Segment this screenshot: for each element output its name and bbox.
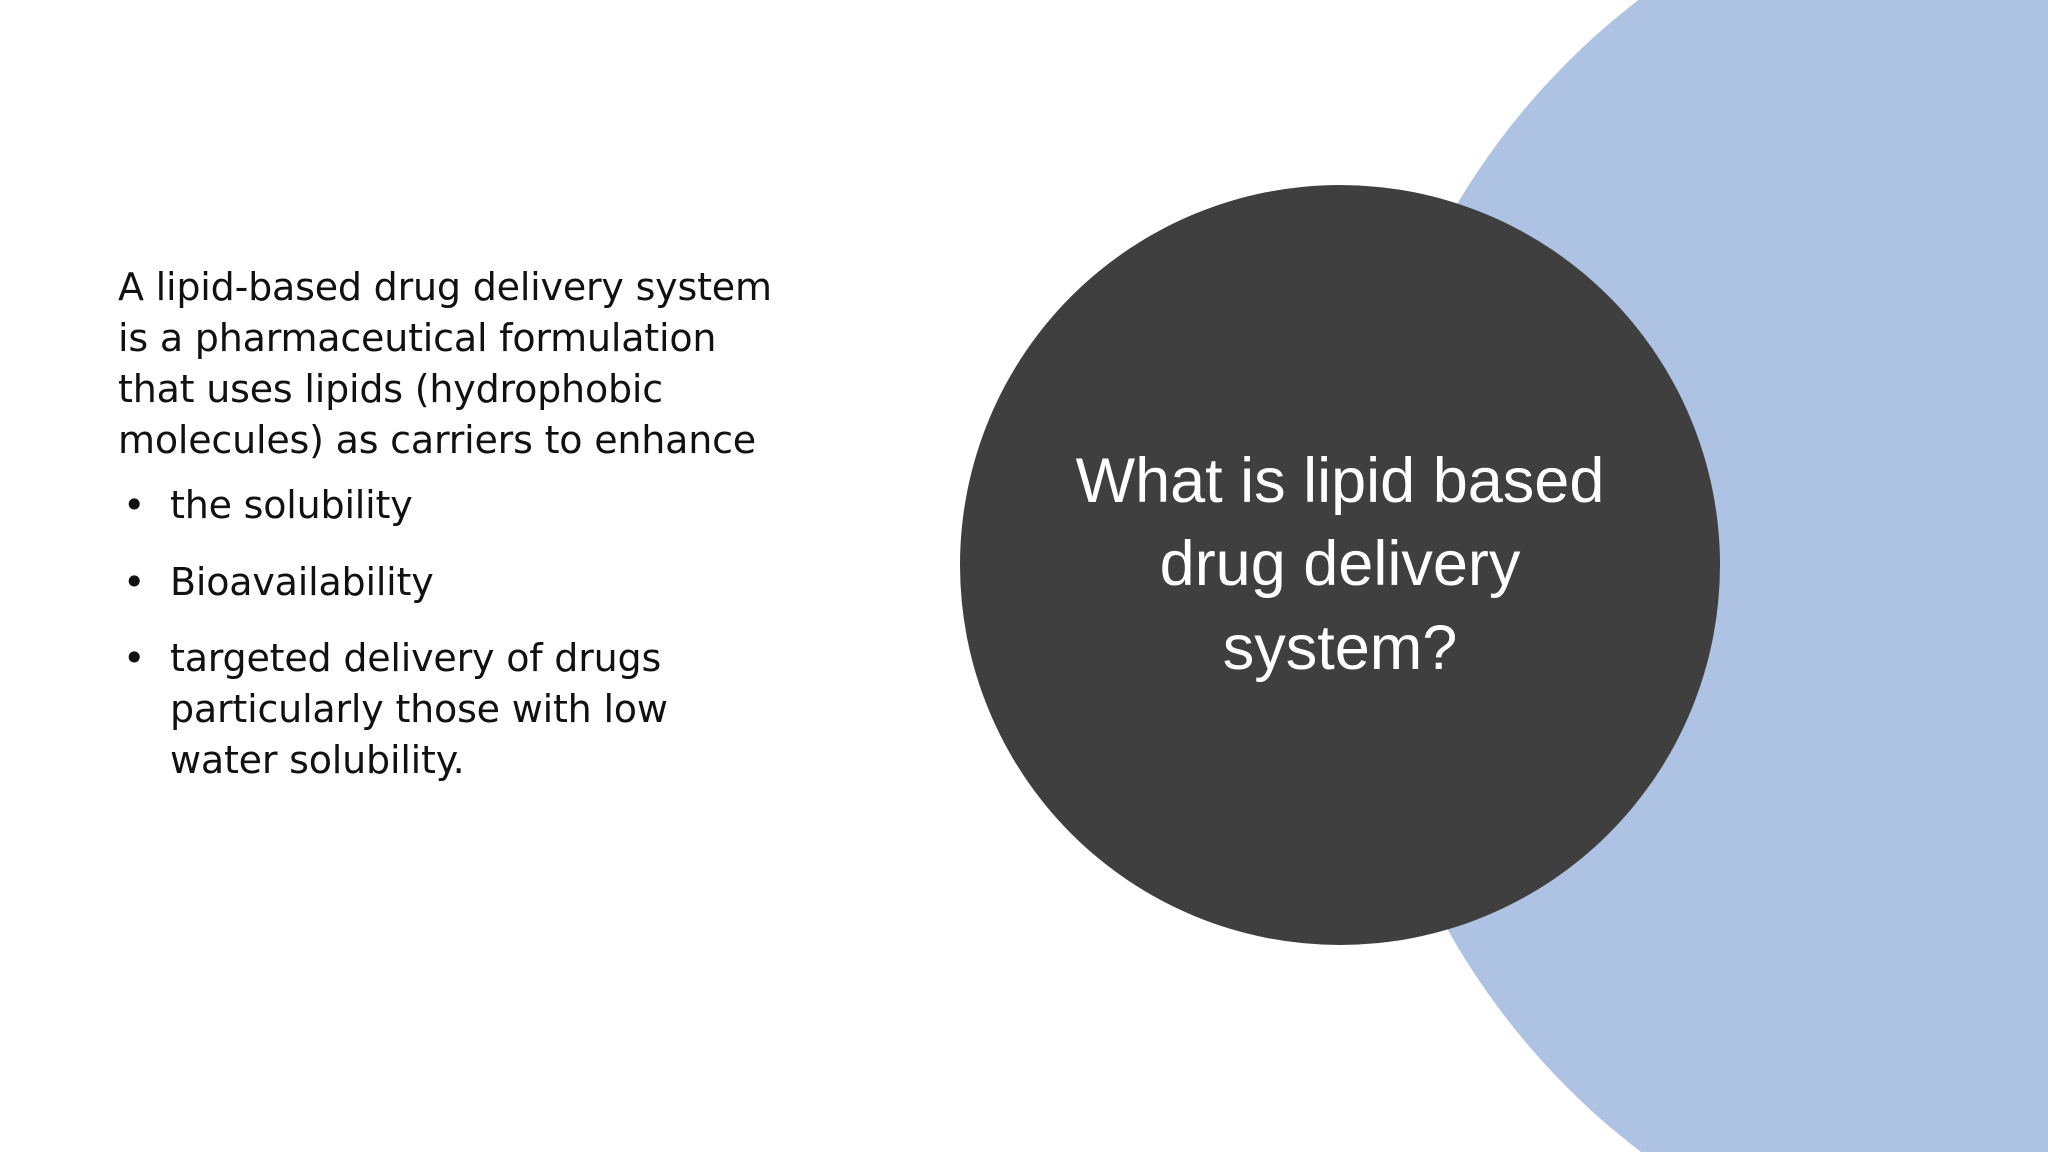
- list-item: • the solubility: [118, 480, 878, 531]
- intro-line-1: A lipid-based drug delivery system: [118, 265, 772, 309]
- list-item-text: targeted delivery of drugs particularly …: [170, 633, 878, 786]
- intro-line-4: molecules) as carriers to enhance: [118, 417, 756, 462]
- list-item-line: water solubility.: [170, 738, 465, 783]
- bullet-point-icon: •: [123, 636, 146, 681]
- list-item-text: Bioavailability: [170, 557, 878, 608]
- list-item-line: Bioavailability: [170, 559, 434, 604]
- bullet-point-icon: •: [123, 482, 146, 527]
- intro-line-2: is a pharmaceutical formulation: [118, 315, 717, 360]
- list-item-text: the solubility: [170, 480, 878, 531]
- question-line-2: drug delivery: [1159, 529, 1521, 600]
- body-content-block: A lipid-based drug delivery system is a …: [118, 262, 878, 786]
- question-line-1: What is lipid based: [1075, 446, 1605, 517]
- list-item: • targeted delivery of drugs particularl…: [118, 633, 878, 786]
- intro-paragraph: A lipid-based drug delivery system is a …: [118, 262, 878, 466]
- list-item-line: targeted delivery of drugs: [170, 636, 662, 681]
- list-item-line: particularly those with low: [170, 687, 668, 732]
- intro-line-3: that uses lipids (hydrophobic: [118, 366, 663, 411]
- list-item: • Bioavailability: [118, 557, 878, 608]
- dark-question-circle: What is lipid based drug delivery system…: [960, 185, 1720, 945]
- question-circle-text: What is lipid based drug delivery system…: [1020, 440, 1660, 689]
- list-item-line: the solubility: [170, 482, 413, 527]
- bullet-point-icon: •: [123, 559, 146, 604]
- question-line-3: system?: [1222, 612, 1458, 683]
- benefits-bullet-list: • the solubility • Bioavailability • tar…: [118, 480, 878, 787]
